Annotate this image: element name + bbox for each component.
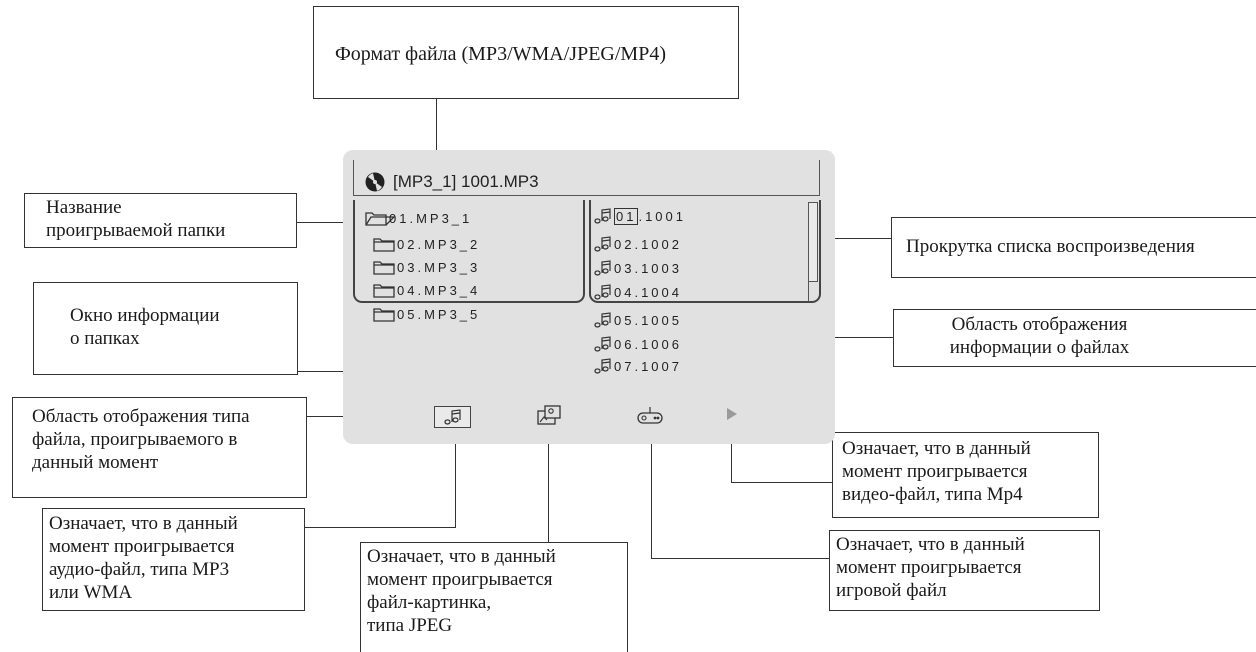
audio-leader-h: [305, 527, 456, 528]
scroll-callout-text: Прокрутка списка воспроизведения: [906, 236, 1195, 257]
file-item[interactable]: 05.1005: [594, 312, 682, 328]
video-callout: Означает, что в данный момент проигрывае…: [832, 432, 1099, 518]
game-line-3: игровой файл: [836, 580, 947, 601]
folder-label: 03.MP3_3: [397, 260, 481, 275]
video-line-3: видео-файл, типа Mp4: [842, 484, 1023, 505]
file-label: .1002: [634, 237, 683, 252]
audio-line-1: Означает, что в данный: [49, 513, 238, 534]
file-type-line-1: Область отображения типа: [32, 406, 250, 427]
folder-item[interactable]: 05.MP3_5: [373, 306, 480, 322]
file-type-line-2: файла, проигрываемого в: [32, 429, 238, 450]
file-item[interactable]: 07.1007: [594, 358, 682, 374]
file-item[interactable]: 01.1001: [594, 208, 687, 225]
file-number: 07: [614, 359, 635, 374]
picture-leader: [548, 428, 549, 542]
picture-callout: Означает, что в данный момент проигрывае…: [360, 542, 628, 652]
video-line-2: момент проигрывается: [842, 461, 1028, 482]
game-leader-h: [651, 558, 829, 559]
file-item[interactable]: 03.1003: [594, 260, 682, 276]
video-leader-v: [731, 428, 732, 483]
folder-icon: [373, 238, 395, 252]
folder-name-leader: [297, 222, 373, 223]
file-number: 05: [614, 313, 635, 328]
folder-label: 05.MP3_5: [397, 307, 481, 322]
folder-label: 01.MP3_1: [389, 211, 473, 226]
picture-line-4: типа JPEG: [367, 615, 453, 636]
file-item[interactable]: 04.1004: [594, 284, 682, 300]
music-note-icon: [594, 358, 611, 374]
picture-line-2: момент проигрывается: [367, 569, 553, 590]
folder-label: 04.MP3_4: [397, 283, 481, 298]
title-bar: [353, 160, 820, 196]
file-info-line-1: Область отображения: [951, 314, 1128, 335]
format-leader: [436, 99, 437, 169]
audio-line-2: момент проигрывается: [49, 536, 235, 557]
folder-item[interactable]: 04.MP3_4: [373, 282, 480, 298]
scrollbar-thumb[interactable]: [808, 202, 818, 282]
folder-item[interactable]: 01.MP3_1: [365, 210, 472, 226]
folder-item[interactable]: 02.MP3_2: [373, 236, 480, 252]
picture-line-1: Означает, что в данный: [367, 546, 556, 567]
file-item[interactable]: 02.1002: [594, 236, 682, 252]
folder-info-callout: Окно информации о папках: [33, 282, 298, 375]
file-number-selected: 01: [614, 208, 639, 225]
game-leader-v: [651, 425, 652, 559]
folder-icon: [373, 261, 395, 275]
music-note-icon: [594, 208, 611, 224]
video-line-1: Означает, что в данный: [842, 438, 1031, 459]
audio-callout: Означает, что в данный момент проигрывае…: [42, 508, 305, 611]
folder-name-line-1: Название: [46, 197, 122, 218]
file-number: 04: [614, 285, 635, 300]
audio-line-4: или WMA: [49, 582, 133, 603]
music-note-icon: [594, 260, 611, 276]
folder-info-line-2: о папках: [70, 328, 140, 349]
audio-line-3: аудио-файл, типа MP3: [49, 559, 230, 580]
folder-info-line-1: Окно информации: [70, 305, 220, 326]
file-label: .1006: [634, 337, 683, 352]
file-info-callout: Область отображения информации о файлах: [893, 309, 1256, 367]
music-note-icon: [594, 312, 611, 328]
picture-icon: [537, 405, 561, 425]
file-label: .1001: [638, 209, 687, 224]
music-note-icon: [594, 284, 611, 300]
file-label: .1007: [634, 359, 683, 374]
music-note-icon: [594, 336, 611, 352]
file-panel: [589, 200, 821, 303]
game-line-1: Означает, что в данный: [836, 534, 1025, 555]
now-playing-title: [MP3_1] 1001.MP3: [393, 172, 539, 191]
picture-line-3: файл-картинка,: [367, 592, 492, 613]
file-type-line-3: данный момент: [32, 452, 159, 473]
folder-name-callout: Название проигрываемой папки: [24, 193, 297, 248]
file-label: .1005: [634, 313, 683, 328]
gamepad-icon: [637, 407, 663, 424]
audio-leader-v: [455, 428, 456, 527]
file-type-callout: Область отображения типа файла, проигрыв…: [12, 397, 307, 498]
folder-icon: [373, 284, 395, 298]
video-leader-h: [731, 482, 832, 483]
file-number: 06: [614, 337, 635, 352]
file-number: 02: [614, 237, 635, 252]
music-note-icon: [594, 236, 611, 252]
folder-label: 02.MP3_2: [397, 237, 481, 252]
disc-icon: [365, 172, 385, 192]
music-note-icon: [444, 409, 461, 425]
file-info-line-2: информации о файлах: [949, 337, 1130, 358]
game-line-2: момент проигрывается: [836, 557, 1022, 578]
open-folder-icon: [365, 212, 396, 226]
file-number: 03: [614, 261, 635, 276]
folder-icon: [373, 308, 395, 322]
file-label: .1004: [634, 285, 683, 300]
scroll-callout: Прокрутка списка воспроизведения: [891, 217, 1256, 278]
file-item[interactable]: 06.1006: [594, 336, 682, 352]
folder-name-line-2: проигрываемой папки: [46, 220, 226, 241]
game-callout: Означает, что в данный момент проигрывае…: [829, 530, 1100, 611]
format-callout: Формат файла (MP3/WMA/JPEG/MP4): [313, 6, 739, 99]
scroll-leader: [815, 238, 891, 239]
play-icon: [727, 408, 737, 420]
file-label: .1003: [634, 261, 683, 276]
format-callout-text: Формат файла (MP3/WMA/JPEG/MP4): [335, 43, 666, 65]
folder-item[interactable]: 03.MP3_3: [373, 259, 480, 275]
